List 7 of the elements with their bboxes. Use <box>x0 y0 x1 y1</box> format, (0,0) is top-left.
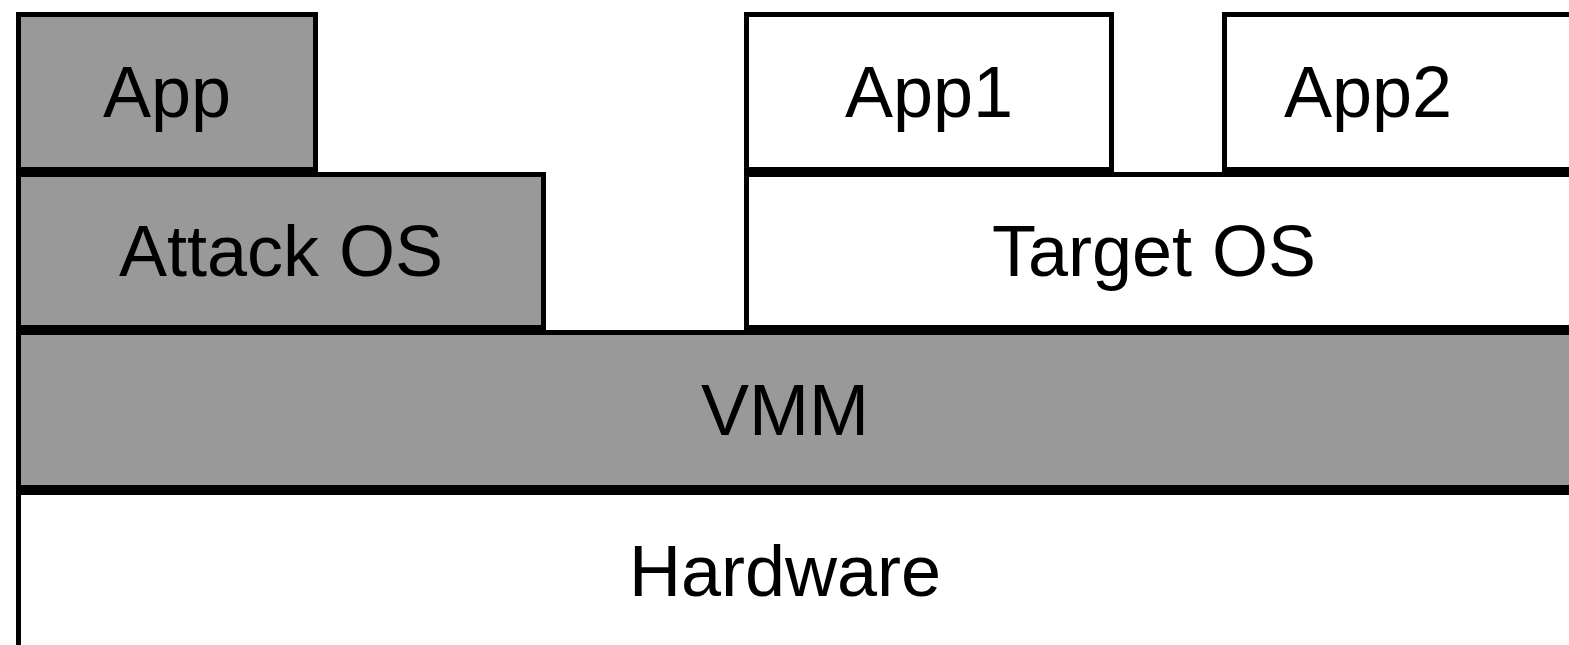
layer-box <box>1222 12 1569 172</box>
layer-label: Attack OS <box>118 215 444 287</box>
layer-box <box>16 490 1569 645</box>
layer-label: VMM <box>701 374 869 446</box>
layer-box <box>744 12 1114 172</box>
layer-label: Hardware <box>628 535 942 607</box>
layer-box <box>16 12 318 172</box>
